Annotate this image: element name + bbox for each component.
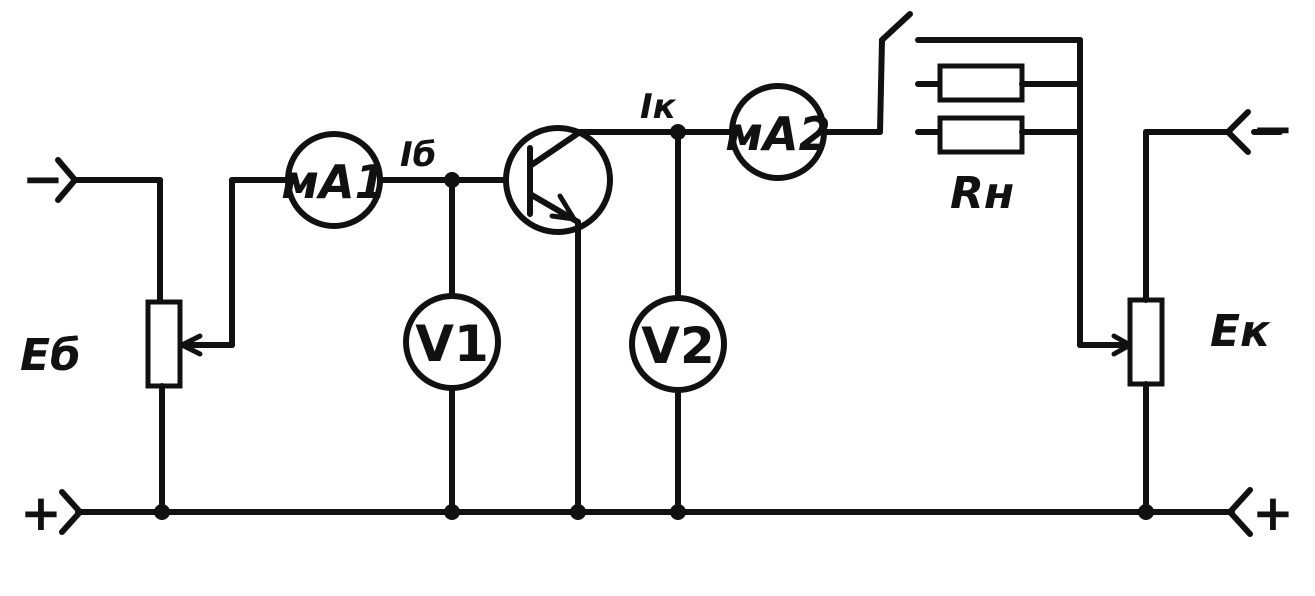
collector-potentiometer [1127,129,1231,515]
milliammeter-2 [729,83,883,181]
ma1-label: мА1 [281,155,386,209]
base-current-label: Iб [400,135,436,175]
left-minus-terminal [55,157,163,305]
right-minus-sign: − [1252,100,1294,158]
junction-dot [154,504,170,520]
load-resistor-label: Rн [950,168,1014,219]
voltmeter-1 [403,177,501,515]
junction-dot [444,504,460,520]
right-plus-terminal [1227,487,1253,537]
v2-label: V2 [641,317,715,375]
load-resistors [915,37,1133,357]
junction-dot [570,504,586,520]
junction-dot [670,124,686,140]
ma2-label: мА2 [725,107,830,161]
left-plus-terminal [59,489,83,535]
v1-label: V1 [415,315,489,373]
right-minus-terminal [1225,109,1283,155]
left-minus-sign: − [22,150,64,208]
base-source-label: Eб [20,330,81,381]
base-potentiometer [145,177,293,515]
junction-dot [670,504,686,520]
voltmeter-2 [629,129,727,515]
collector-source-label: Eк [1210,306,1271,357]
junction-dot [1138,504,1154,520]
collector-current-label: Iк [640,87,677,127]
load-switch [877,11,913,135]
transistor [503,125,743,515]
junction-dot [444,172,460,188]
right-plus-sign: + [1252,484,1294,542]
left-plus-sign: + [20,484,62,542]
